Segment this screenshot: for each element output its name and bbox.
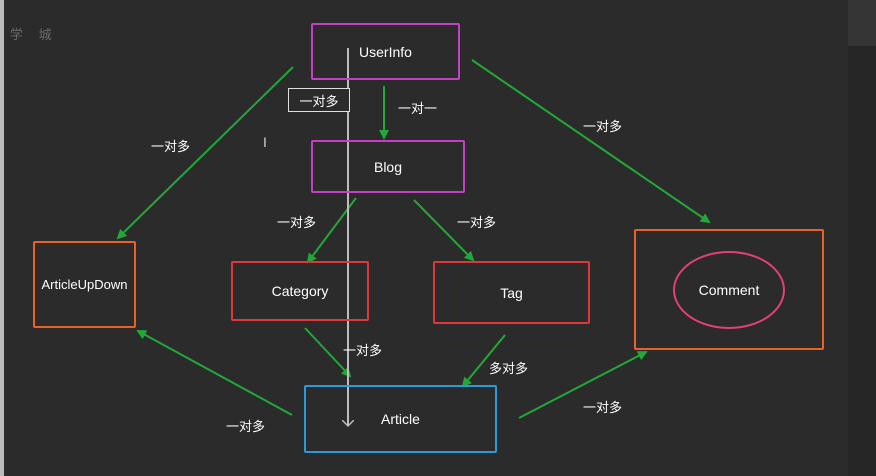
node-category[interactable]: Category xyxy=(231,261,369,321)
node-blog[interactable]: Blog xyxy=(311,140,465,193)
edge-label-article-comment: 一对多 xyxy=(583,400,623,415)
arrow-tag-article xyxy=(461,334,506,388)
edge-label-category-article: 一对多 xyxy=(343,343,383,358)
left-edge-strip xyxy=(0,0,4,476)
arrow-blog-tag xyxy=(413,199,475,262)
node-userinfo-label: UserInfo xyxy=(359,43,412,60)
node-articleupdown-label: ArticleUpDown xyxy=(41,277,128,292)
node-comment-ellipse: Comment xyxy=(673,250,785,329)
node-comment[interactable]: Comment xyxy=(634,229,824,350)
edge-label-userinfo-comment: 一对多 xyxy=(583,119,623,134)
node-comment-label: Comment xyxy=(698,281,760,298)
text-cursor-icon: I xyxy=(263,134,267,150)
edge-label-userinfo-blog: 一对一 xyxy=(398,101,438,116)
arrow-article-comment xyxy=(518,351,648,419)
node-category-label: Category xyxy=(271,283,329,299)
node-tag[interactable]: Tag xyxy=(433,261,590,324)
arrow-userinfo-comment xyxy=(471,59,711,224)
watermark-text: 学 城 xyxy=(10,27,58,42)
edge-label-userinfo-articleupdown: 一对多 xyxy=(151,139,191,154)
arrow-article-articleupdown xyxy=(136,330,293,416)
edge-label-userinfo-article-boxed: 一对多 xyxy=(288,88,350,112)
edge-label-blog-category: 一对多 xyxy=(277,215,317,230)
edge-label-article-articleupdown: 一对多 xyxy=(226,419,266,434)
arrow-userinfo-articleupdown xyxy=(116,66,294,240)
edge-label-blog-tag: 一对多 xyxy=(457,215,497,230)
node-tag-label: Tag xyxy=(500,284,523,301)
watermark-dots: · · · · · xyxy=(10,44,54,50)
right-scroll-strip[interactable] xyxy=(848,0,876,476)
arrow-category-article xyxy=(304,327,352,378)
node-articleupdown[interactable]: ArticleUpDown xyxy=(33,241,136,328)
node-article[interactable]: Article xyxy=(304,385,497,453)
node-userinfo[interactable]: UserInfo xyxy=(311,23,460,80)
right-scroll-thumb[interactable] xyxy=(848,0,876,46)
edge-label-tag-article: 多对多 xyxy=(489,361,529,376)
node-blog-label: Blog xyxy=(373,158,403,175)
node-article-label: Article xyxy=(381,411,420,427)
